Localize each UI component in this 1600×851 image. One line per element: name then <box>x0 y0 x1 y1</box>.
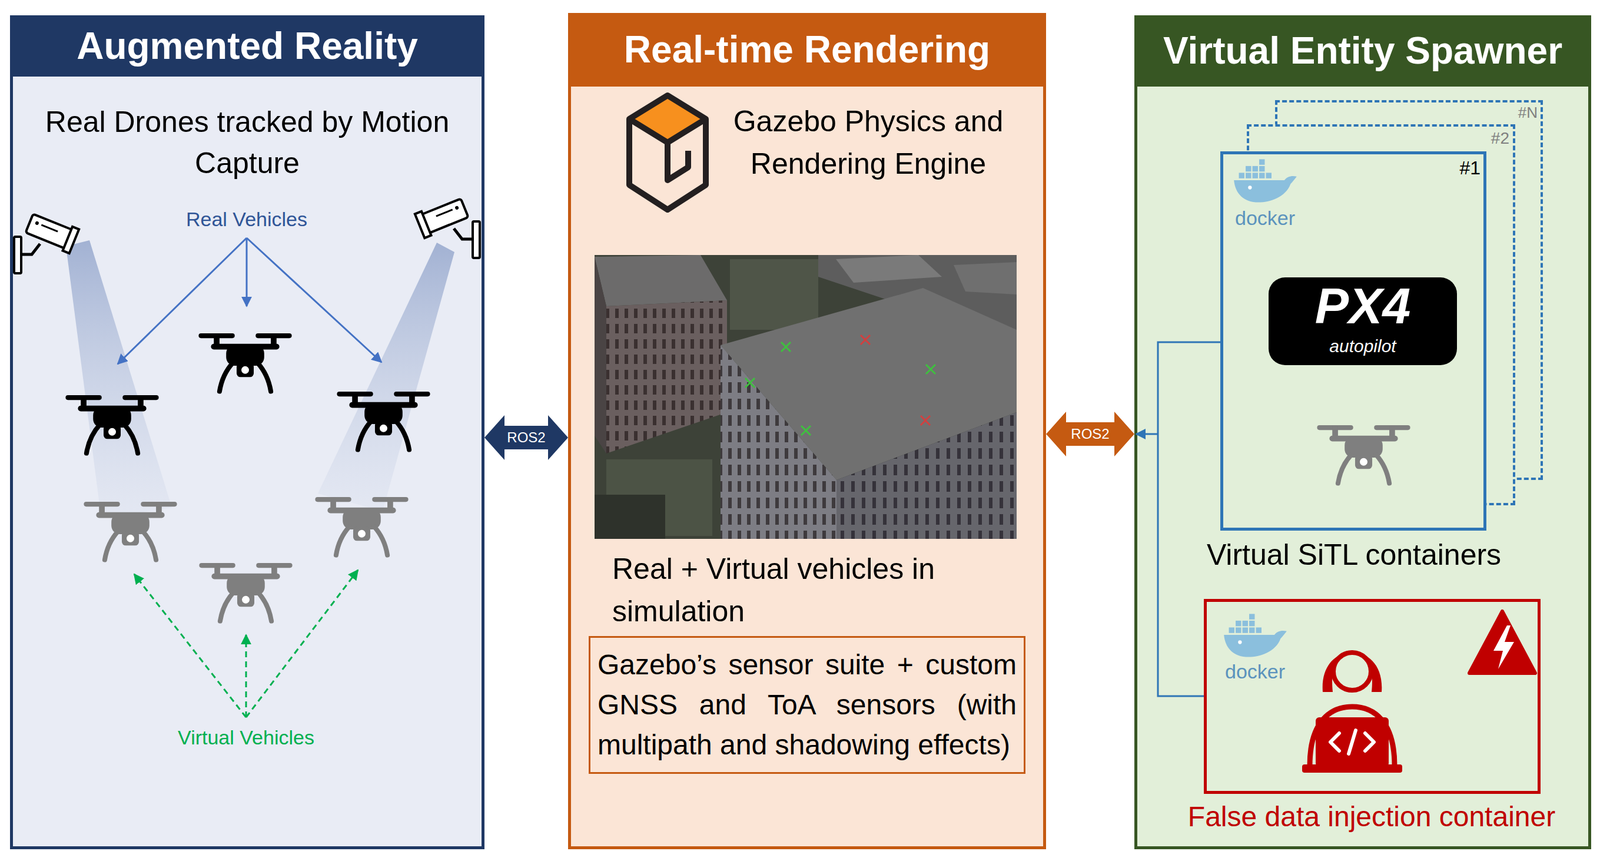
pointer-arrow <box>117 237 247 364</box>
drone-marker <box>745 377 755 388</box>
gazebo-logo <box>629 95 706 210</box>
panel: Virtual Entity Spawner #N #2 #1Virtual SiT… <box>1134 15 1592 849</box>
drone-marker <box>920 415 931 426</box>
panel-title: Augmented Reality <box>10 23 485 69</box>
real-drone <box>198 333 292 391</box>
container-number: #N <box>1495 103 1538 122</box>
mocap-camera <box>14 211 79 274</box>
ground-patch <box>606 459 713 536</box>
ground-patch <box>729 259 819 330</box>
group-label: Virtual Vehicles <box>143 725 350 750</box>
logo-face <box>629 95 706 143</box>
distant-building <box>953 261 1017 295</box>
building-wall <box>836 412 1017 539</box>
caption-text: Real + Virtual vehicles in simulation <box>612 547 978 633</box>
lightning-bolt <box>1493 625 1515 669</box>
sensor-box: Gazebo’s sensor suite + custom GNSS and … <box>588 635 1026 774</box>
building-roof <box>720 287 1017 480</box>
bus-arrow <box>1136 433 1158 436</box>
drone-marker <box>801 425 811 436</box>
docker-logo <box>1233 158 1297 202</box>
ground-patch <box>594 494 666 539</box>
panel: Real-time RenderingGazebo Physics and Re… <box>568 12 1047 849</box>
laptop-base <box>1302 764 1403 773</box>
simulation-screenshot <box>594 254 1017 539</box>
logo-text: docker <box>1216 659 1294 684</box>
container-caption: Virtual SiTL containers <box>1171 536 1537 573</box>
double-arrow <box>484 415 569 460</box>
virtual-drone <box>83 501 177 560</box>
pointer-arrow <box>246 237 382 363</box>
logo-outline <box>629 95 706 210</box>
px4-logo <box>1268 277 1457 365</box>
real-drone <box>65 394 159 453</box>
edge-label: ROS2 <box>505 429 547 446</box>
virtual-drone <box>198 562 292 621</box>
injection-container-box: False data injection container <box>1203 598 1541 794</box>
distant-building <box>835 254 942 283</box>
logo-text: docker <box>1226 206 1304 231</box>
distant-building <box>818 254 1017 330</box>
panel-title: Virtual Entity Spawner <box>1134 28 1592 74</box>
building-wall <box>606 300 728 454</box>
group-label: Real Vehicles <box>158 207 335 232</box>
engine-name: Gazebo Physics and Rendering Engine <box>721 100 1016 185</box>
container-caption: False data injection container <box>1153 799 1590 834</box>
sensor-text: Gazebo’s sensor suite + custom GNSS and … <box>597 644 1017 765</box>
camera-beam <box>65 240 172 519</box>
pointer-arrow <box>245 634 248 717</box>
double-arrow <box>1046 411 1135 457</box>
virtual-drone <box>314 496 408 555</box>
virtual-drone <box>1316 425 1410 483</box>
drone-marker <box>781 342 791 352</box>
docker-logo <box>1223 613 1287 657</box>
pointer-arrow <box>246 569 358 717</box>
logo-text: autopilot <box>1271 335 1455 357</box>
laptop <box>1315 716 1389 767</box>
edge-label: ROS2 <box>1069 425 1111 443</box>
drone-marker <box>860 334 871 345</box>
building-wall <box>594 256 607 454</box>
panel: Augmented RealityReal Drones tracked by … <box>10 15 485 849</box>
panel-title: Real-time Rendering <box>568 27 1047 73</box>
real-drone <box>336 391 430 450</box>
panel-subtitle: Real Drones tracked by Motion Capture <box>21 101 473 184</box>
camera-beam <box>317 242 455 511</box>
mocap-camera <box>415 196 480 258</box>
pointer-arrow <box>246 237 248 307</box>
container-number: #1 <box>1436 156 1481 179</box>
code-symbol <box>1330 729 1374 754</box>
attacker-head <box>1333 652 1372 690</box>
drone-marker <box>925 364 936 374</box>
container-number: #2 <box>1466 128 1510 149</box>
warning-triangle <box>1469 611 1536 673</box>
attacker-body <box>1309 706 1395 766</box>
building-wall <box>720 344 837 539</box>
pointer-arrow <box>134 573 247 717</box>
ground <box>594 254 1017 539</box>
logo-text: PX4 <box>1271 279 1455 333</box>
building-roof <box>594 254 728 307</box>
attacker-hair <box>1322 650 1383 692</box>
